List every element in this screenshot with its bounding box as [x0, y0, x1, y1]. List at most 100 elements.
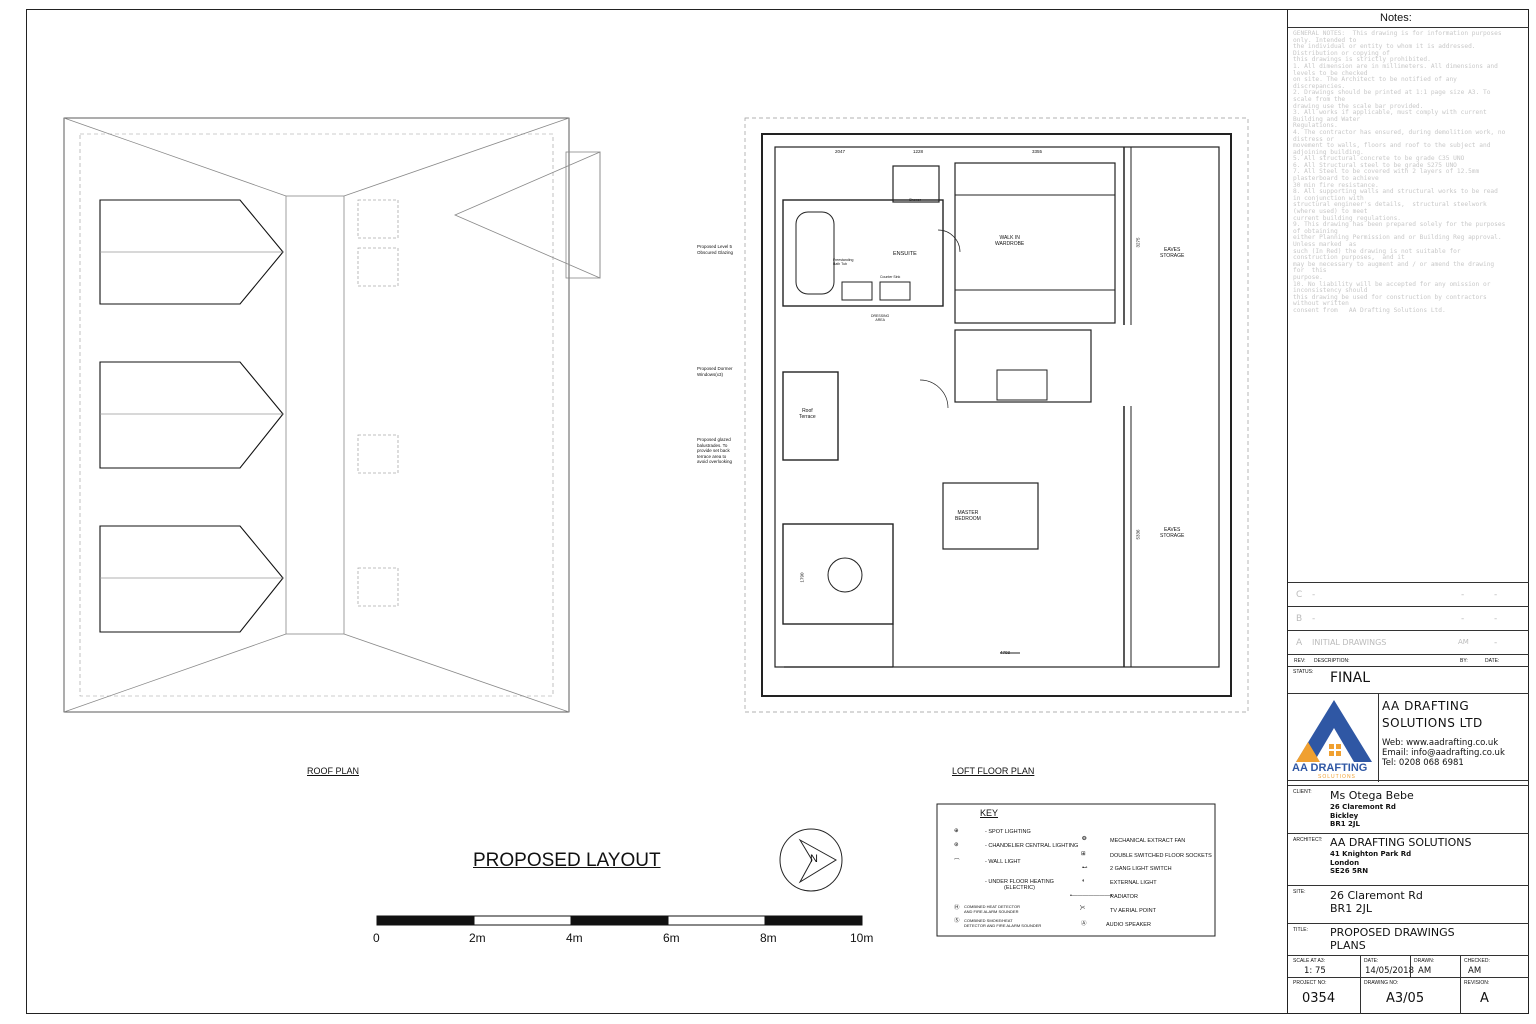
rev-label: REV: — [1294, 658, 1306, 664]
date-label: DATE: — [1485, 658, 1500, 664]
rev-c-date: - — [1494, 590, 1498, 600]
key-smoke-detector: COMBINED SMOKE/HEAT DETECTOR AND FIRE AL… — [964, 918, 1042, 928]
north-label: N — [810, 853, 818, 865]
company-tel: Tel: 0208 068 6981 — [1382, 758, 1464, 768]
room-ensuite: ENSUITE — [893, 251, 917, 257]
dim-2047: 2047 — [835, 149, 846, 154]
revision-label: REVISION: — [1464, 980, 1490, 986]
key-speaker-icon: Ⓐ — [1081, 921, 1087, 927]
title-label: TITLE: — [1293, 927, 1309, 933]
rev-c-by: - — [1461, 590, 1465, 600]
callout-balustrades: Proposed glazed balustrades. To provide … — [697, 437, 733, 464]
key-underfloor: - UNDER FLOOR HEATING (ELECTRIC) — [985, 879, 1054, 891]
scale-tick-0: 0 — [373, 931, 380, 945]
rev-row-c: C - - - — [1288, 582, 1529, 606]
dim-3275: 3275 — [1135, 237, 1141, 248]
title-value: PROPOSED DRAWINGS PLANS — [1330, 926, 1455, 952]
rev-row-b: B - - - — [1288, 606, 1529, 630]
key-heat-detector-icon: Ⓗ — [954, 905, 960, 911]
key-title: KEY — [980, 808, 999, 818]
by-label: BY: — [1460, 658, 1468, 664]
company-email: Email: info@aadrafting.co.uk — [1382, 748, 1505, 758]
desc-label: DESCRIPTION: — [1314, 658, 1350, 664]
room-dressing: DRESSING AREA — [871, 314, 890, 322]
scale-value: 1: 75 — [1304, 966, 1326, 976]
title-block: Notes: GENERAL NOTES: This drawing is fo… — [1287, 9, 1529, 1014]
room-shower: Shower — [909, 198, 921, 202]
key-extract-fan-icon: ❂ — [1082, 836, 1087, 842]
key-external-light: EXTERNAL LIGHT — [1110, 880, 1157, 886]
key-radiator: RADIATOR — [1110, 894, 1138, 900]
key-socket-icon: ⊞ — [1081, 851, 1086, 857]
key-chandelier-icon: ⊛ — [954, 842, 959, 848]
key-tv-aerial: TV AERIAL POINT — [1110, 908, 1156, 914]
key-switch-icon: ⊷ — [1082, 865, 1088, 871]
room-roof-terrace: Roof Terrace — [799, 408, 816, 420]
scale-tick-4m: 4m — [566, 931, 583, 945]
key-box — [936, 803, 1216, 937]
room-bath: Freestanding Bath Tub — [833, 258, 854, 266]
rev-row-a: A INITIAL DRAWINGS AM - — [1288, 630, 1529, 654]
dim-1228: 1228 — [913, 149, 924, 154]
project-row: PROJECT NO: 0354 DRAWING NO: A3/05 REVIS… — [1288, 977, 1529, 1014]
key-smoke-detector-icon: Ⓢ — [954, 918, 960, 924]
date-value: 14/05/2018 — [1365, 966, 1414, 976]
loft-plan-label: LOFT FLOOR PLAN — [952, 766, 1035, 776]
scale-tick-10m: 10m — [850, 931, 874, 945]
key-light-switch: 2 GANG LIGHT SWITCH — [1110, 866, 1172, 872]
dim-4703: 4703 — [1000, 650, 1011, 655]
room-eaves-bottom: EAVES STORAGE — [1160, 527, 1185, 539]
checked-value: AM — [1468, 966, 1482, 976]
drawing-label: DRAWING NO: — [1364, 980, 1399, 986]
rev-b-by: - — [1461, 614, 1465, 624]
rev-a: A — [1296, 638, 1303, 648]
dim-3355: 3355 — [1032, 149, 1043, 154]
site-row: SITE: 26 Claremont Rd BR1 2JL — [1288, 885, 1529, 923]
scale-tick-8m: 8m — [760, 931, 777, 945]
room-walk-in: WALK IN WARDROBE — [995, 235, 1025, 247]
rev-a-desc: INITIAL DRAWINGS — [1312, 638, 1387, 647]
roof-plan — [63, 117, 601, 713]
title-row: TITLE: PROPOSED DRAWINGS PLANS — [1288, 923, 1529, 957]
rev-c-desc: - — [1312, 590, 1316, 600]
dim-5336: 5336 — [1135, 529, 1141, 540]
rev-b-date: - — [1494, 614, 1498, 624]
loft-plan — [744, 117, 1249, 713]
logo-text: AA DRAFTING — [1292, 762, 1368, 774]
date-label2: DATE: — [1364, 958, 1379, 964]
key-external-light-icon: ◐ — [1082, 878, 1086, 884]
company-web: Web: www.aadrafting.co.uk — [1382, 738, 1499, 748]
client-label: CLIENT: — [1293, 789, 1312, 795]
architect-label: ARCHITECT: — [1293, 837, 1323, 843]
status-value: FINAL — [1330, 670, 1371, 686]
logo-sub: SOLUTIONS — [1318, 774, 1356, 780]
callout-obscured-glazing: Proposed Level 5 Obscured Glazing — [697, 244, 734, 255]
client-address: 26 Claremont Rd Bickley BR1 2JL — [1330, 803, 1396, 828]
site-value: 26 Claremont Rd BR1 2JL — [1330, 889, 1423, 915]
architect-name: AA DRAFTING SOLUTIONS — [1330, 836, 1472, 849]
company-row: AA DRAFTING SOLUTIONS AA DRAFTING SOLUTI… — [1288, 693, 1529, 782]
key-spot-lighting: - SPOT LIGHTING — [985, 829, 1031, 835]
rev-b-desc: - — [1312, 614, 1316, 624]
client-row: CLIENT: Ms Otega Bebe 26 Claremont Rd Bi… — [1288, 785, 1529, 833]
scale-tick-6m: 6m — [663, 931, 680, 945]
project-value: 0354 — [1302, 991, 1336, 1006]
notes-text: GENERAL NOTES: This drawing is for infor… — [1293, 30, 1506, 314]
rev-b: B — [1296, 614, 1303, 624]
meta-row: SCALE AT A3: 1: 75 DATE: 14/05/2018 DRAW… — [1288, 955, 1529, 978]
rev-a-by: AM — [1458, 638, 1469, 646]
project-label: PROJECT NO: — [1293, 980, 1327, 986]
plans-canvas — [63, 117, 1249, 937]
key-wall-light-icon: ⌒ — [954, 859, 960, 865]
notes-title: Notes: — [1380, 12, 1412, 24]
key-chandelier: - CHANDELIER CENTRAL LIGHTING — [985, 843, 1079, 849]
rev-a-date: - — [1494, 638, 1498, 648]
key-wall-light: - WALL LIGHT — [985, 859, 1021, 865]
site-label: SITE: — [1293, 889, 1306, 895]
status-label: STATUS: — [1293, 669, 1314, 675]
dim-1790: 1790 — [799, 572, 805, 583]
revision-value: A — [1480, 991, 1489, 1006]
room-sink: Counter Sink — [880, 275, 901, 279]
key-sockets: DOUBLE SWITCHED FLOOR SOCKETS — [1110, 853, 1212, 859]
rev-c: C — [1296, 590, 1303, 600]
